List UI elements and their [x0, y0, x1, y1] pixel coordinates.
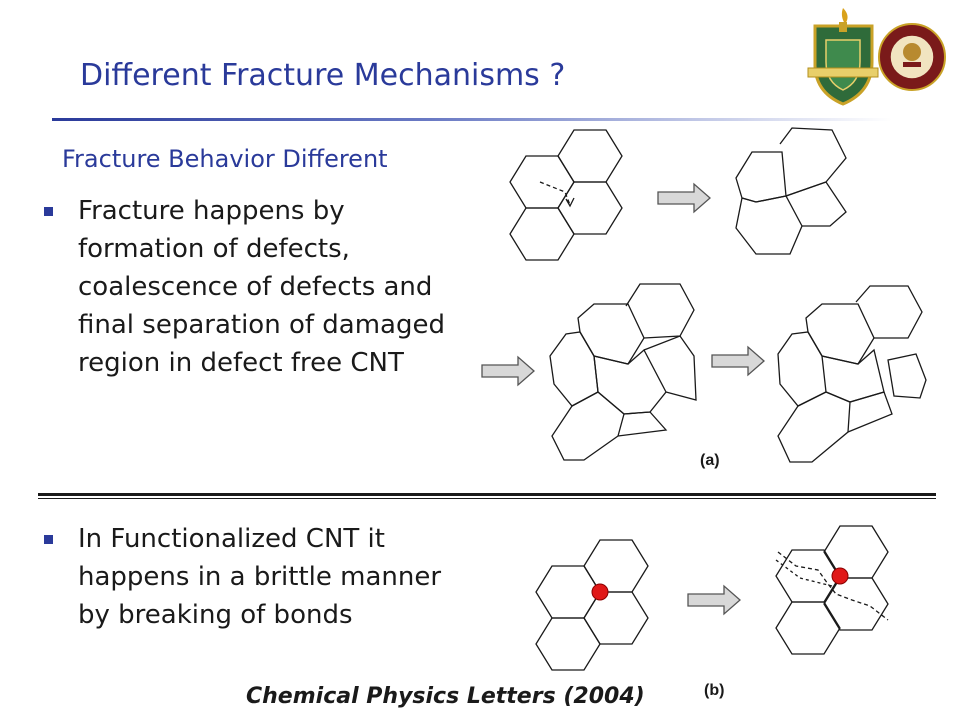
hex-cluster-separated — [777, 285, 927, 463]
figure-label-a: (a) — [700, 452, 720, 469]
process-arrow-icon — [657, 182, 711, 214]
bullet-text: In Functionalized CNT it happens in a br… — [78, 524, 442, 630]
process-arrow-icon — [481, 355, 535, 387]
functional-group-dot — [831, 567, 849, 585]
slide-title: Different Fracture Mechanisms ? — [80, 58, 566, 93]
bullet-marker — [44, 207, 53, 216]
bullet-brittle-fracture: In Functionalized CNT it happens in a br… — [44, 520, 474, 634]
citation: Chemical Physics Letters (2004) — [246, 684, 645, 709]
hex-cluster-defected — [735, 127, 847, 255]
crack-path-upper — [777, 551, 889, 621]
university-seal-icon — [878, 23, 946, 91]
process-arrow-icon — [687, 584, 741, 616]
section-subtitle: Fracture Behavior Different — [62, 145, 388, 173]
bullet-text: Fracture happens by formation of defects… — [78, 196, 445, 378]
figure-label-b: (b) — [704, 682, 725, 699]
title-underline — [52, 118, 892, 121]
college-crest-icon — [807, 8, 879, 106]
bullet-marker — [44, 535, 53, 544]
hex-cluster-coalescence — [549, 283, 697, 461]
section-divider-thin — [38, 498, 936, 499]
process-arrow-icon — [711, 345, 765, 377]
crack-path-lower — [775, 559, 833, 587]
hex-cluster-functionalized — [535, 539, 649, 671]
functional-group-dot — [591, 583, 609, 601]
defect-path-dashed — [539, 181, 571, 206]
hex-cluster-intact — [509, 129, 623, 261]
bullet-defect-fracture: Fracture happens by formation of defects… — [44, 192, 474, 382]
defect-arrowhead — [565, 197, 575, 208]
section-divider — [38, 493, 936, 496]
hex-cluster-brittle-fracture — [775, 525, 889, 655]
